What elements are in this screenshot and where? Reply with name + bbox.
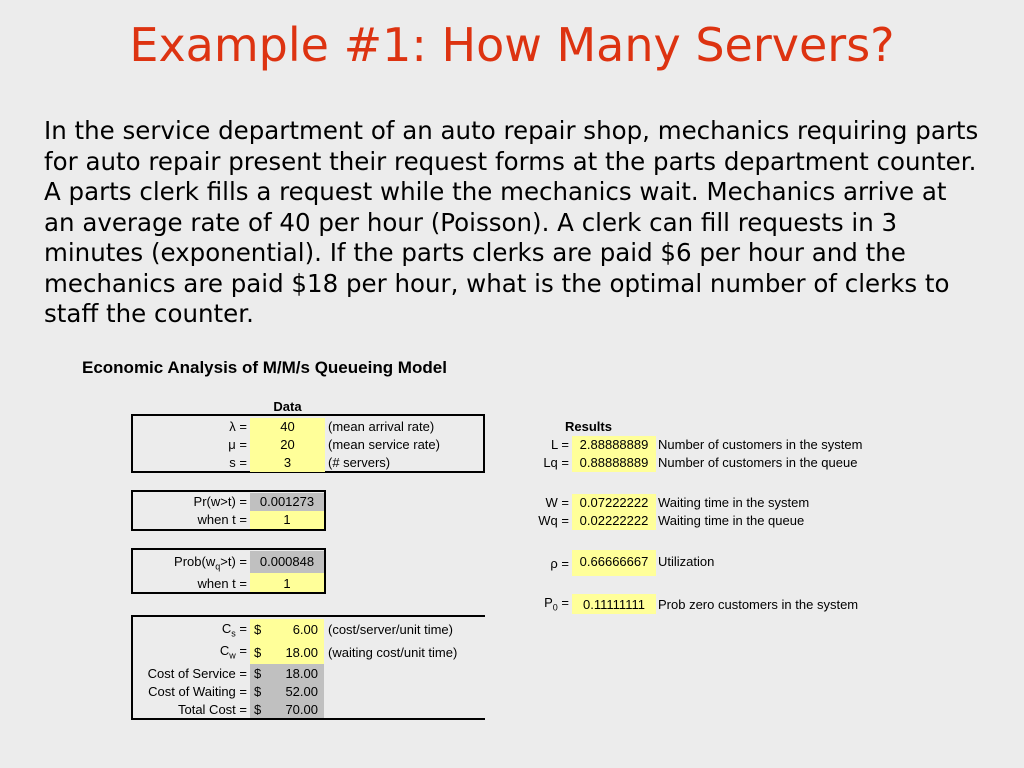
- spreadsheet-title: Economic Analysis of M/M/s Queueing Mode…: [82, 358, 447, 377]
- result-P0-note: Prob zero customers in the system: [658, 597, 859, 612]
- result-L-label: L =: [551, 437, 569, 452]
- total-cost-label: Total Cost =: [177, 702, 247, 717]
- slide-title: Example #1: How Many Servers?: [129, 18, 895, 72]
- probwq-when-label: when t =: [197, 576, 247, 591]
- cost-box: [131, 615, 485, 720]
- results-cells-1: [572, 436, 656, 472]
- probwq-label: Prob(wq>t) =: [174, 554, 247, 572]
- result-Wq-value: 0.02222222: [579, 513, 649, 528]
- probwq-input-cell: [250, 573, 324, 592]
- data-box: [131, 414, 485, 473]
- result-P0-value: 0.11111111: [583, 597, 645, 612]
- probwq-output-cell: [250, 551, 324, 573]
- cost-of-service-label: Cost of Service =: [147, 666, 247, 681]
- cs-value[interactable]: $6.00: [254, 622, 318, 637]
- result-Wq-label: Wq =: [538, 513, 569, 528]
- cw-value[interactable]: $18.00: [254, 645, 318, 660]
- cw-note: (waiting cost/unit time): [328, 645, 458, 660]
- mu-label: μ =: [228, 437, 247, 452]
- prw-input-cell: [250, 511, 324, 529]
- result-W-label: W =: [545, 495, 569, 510]
- prw-when-label: when t =: [197, 512, 247, 527]
- servers-value[interactable]: 3: [283, 455, 292, 470]
- result-L-value: 2.88888889: [579, 437, 649, 452]
- cs-note: (cost/server/unit time): [328, 622, 453, 637]
- cs-label: Cs =: [221, 621, 247, 639]
- result-Lq-value: 0.88888889: [579, 455, 649, 470]
- problem-statement: In the service department of an auto rep…: [44, 116, 984, 330]
- mu-note: (mean service rate): [328, 437, 440, 452]
- total-cost-value: $70.00: [254, 702, 318, 717]
- data-input-cells: [250, 418, 325, 472]
- results-cells-2: [572, 494, 656, 530]
- result-L-note: Number of customers in the system: [658, 437, 863, 452]
- prw-label: Pr(w>t) =: [193, 494, 247, 509]
- cw-label: Cw =: [219, 643, 247, 661]
- results-header: Results: [565, 419, 612, 434]
- cost-input-cells: [250, 619, 324, 664]
- result-W-note: Waiting time in the system: [658, 495, 810, 510]
- prw-when-value[interactable]: 1: [283, 512, 291, 527]
- probwq-value: 0.000848: [259, 554, 315, 569]
- result-Lq-note: Number of customers in the queue: [658, 455, 858, 470]
- mu-value[interactable]: 20: [280, 437, 295, 452]
- cost-output-cells: [250, 664, 324, 718]
- result-Lq-label: Lq =: [543, 455, 569, 470]
- lambda-value[interactable]: 40: [280, 419, 295, 434]
- cost-of-waiting-label: Cost of Waiting =: [148, 684, 247, 699]
- prw-box: [131, 490, 326, 531]
- probwq-box: [131, 548, 326, 594]
- prw-value: 0.001273: [259, 494, 315, 509]
- result-Wq-note: Waiting time in the queue: [658, 513, 805, 528]
- probwq-when-value[interactable]: 1: [283, 576, 291, 591]
- cost-of-waiting-value: $52.00: [254, 684, 318, 699]
- result-rho-value: 0.66666667: [579, 554, 649, 569]
- result-P0-label: P0 =: [544, 595, 569, 613]
- prw-output-cell: [250, 493, 324, 511]
- result-W-value: 0.07222222: [579, 495, 649, 510]
- lambda-label: λ =: [229, 419, 247, 434]
- results-cells-4: [572, 594, 656, 614]
- results-cells-3: [572, 550, 656, 576]
- result-rho-label: ρ =: [550, 556, 569, 571]
- cost-of-service-value: $18.00: [254, 666, 318, 681]
- result-rho-note: Utilization: [658, 554, 715, 569]
- data-header: Data: [273, 399, 302, 414]
- problem-text: In the service department of an auto rep…: [44, 116, 979, 328]
- servers-note: (# servers): [328, 455, 391, 470]
- lambda-note: (mean arrival rate): [328, 419, 435, 434]
- servers-label: s =: [229, 455, 247, 470]
